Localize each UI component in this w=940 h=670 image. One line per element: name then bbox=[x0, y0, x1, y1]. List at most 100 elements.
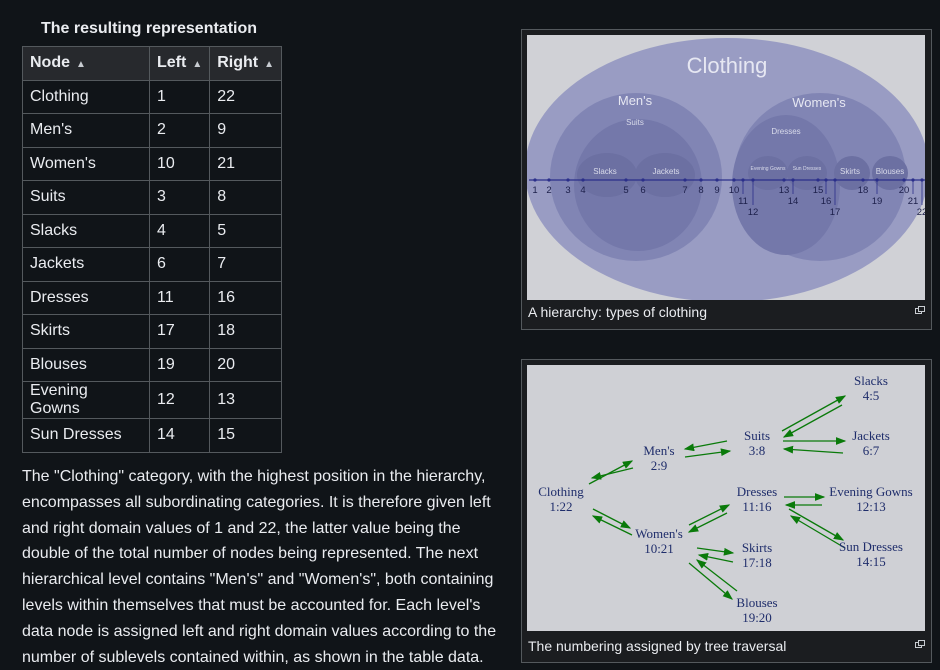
cell-node: Skirts bbox=[22, 314, 150, 349]
sort-icon[interactable]: ▲︎ bbox=[192, 59, 203, 71]
node-range-blouses: 19:20 bbox=[742, 610, 772, 625]
tick-number: 7 bbox=[682, 185, 687, 196]
cell-node: Evening Gowns bbox=[22, 381, 150, 419]
cell-node: Jackets bbox=[22, 247, 150, 282]
tick-dot bbox=[715, 178, 719, 182]
cell-left: 14 bbox=[148, 418, 211, 453]
tick-number: 8 bbox=[698, 185, 703, 196]
tick-number: 12 bbox=[748, 207, 759, 218]
node-label-mens: Men's bbox=[643, 443, 674, 458]
figure-caption: The numbering assigned by tree traversal bbox=[528, 638, 787, 654]
cell-node: Slacks bbox=[22, 213, 150, 248]
cell-left: 4 bbox=[148, 213, 211, 248]
cell-right: 5 bbox=[209, 213, 283, 248]
tick-number: 11 bbox=[738, 196, 748, 207]
table-header-row: Node▲︎ Left▲︎ Right▲︎ bbox=[22, 46, 283, 81]
node-label-jackets: Jackets bbox=[852, 428, 890, 443]
venn-label-jackets: Jackets bbox=[652, 167, 679, 176]
tick-number: 10 bbox=[729, 185, 740, 196]
node-label-evening: Evening Gowns bbox=[829, 484, 912, 499]
tick-dot bbox=[581, 178, 585, 182]
node-label-blouses: Blouses bbox=[736, 595, 777, 610]
node-label-dresses: Dresses bbox=[737, 484, 777, 499]
node-label-suits: Suits bbox=[744, 428, 770, 443]
column-header-left[interactable]: Left▲︎ bbox=[148, 46, 211, 81]
tick-number: 18 bbox=[858, 185, 869, 196]
tick-dot bbox=[547, 178, 551, 182]
tick-dot bbox=[732, 178, 736, 182]
column-header-node[interactable]: Node▲︎ bbox=[22, 46, 150, 81]
sort-icon[interactable]: ▲︎ bbox=[264, 59, 275, 71]
tick-number: 22 bbox=[917, 207, 925, 218]
cell-left: 17 bbox=[148, 314, 211, 349]
tick-dot bbox=[816, 178, 820, 182]
tick-number: 6 bbox=[640, 185, 645, 196]
tick-dot bbox=[624, 178, 628, 182]
cell-left: 11 bbox=[148, 280, 211, 315]
venn-label-evening: Evening Gowns bbox=[750, 166, 786, 172]
node-range-skirts: 17:18 bbox=[742, 555, 772, 570]
cell-right: 21 bbox=[209, 146, 283, 181]
cell-right: 7 bbox=[209, 247, 283, 282]
node-range-slacks: 4:5 bbox=[863, 388, 880, 403]
node-range-clothing: 1:22 bbox=[549, 499, 572, 514]
venn-label-suits: Suits bbox=[626, 118, 644, 127]
enlarge-icon[interactable] bbox=[915, 306, 925, 314]
tick-dot bbox=[782, 178, 786, 182]
tick-number: 3 bbox=[565, 185, 570, 196]
cell-right: 16 bbox=[209, 280, 283, 315]
node-range-sun: 14:15 bbox=[856, 554, 886, 569]
tick-dot bbox=[699, 178, 703, 182]
node-label-clothing: Clothing bbox=[538, 484, 584, 499]
venn-label-sun: Sun Dresses bbox=[793, 166, 822, 172]
tick-number: 21 bbox=[908, 196, 919, 207]
cell-right: 20 bbox=[209, 347, 283, 382]
cell-node: Women's bbox=[22, 146, 150, 181]
node-range-evening: 12:13 bbox=[856, 499, 886, 514]
tick-number: 17 bbox=[830, 207, 841, 218]
tick-dot bbox=[566, 178, 570, 182]
tick-number: 20 bbox=[899, 185, 910, 196]
cell-node: Blouses bbox=[22, 347, 150, 382]
tick-number: 15 bbox=[813, 185, 824, 196]
cell-node: Dresses bbox=[22, 280, 150, 315]
cell-right: 15 bbox=[209, 418, 283, 453]
cell-right: 18 bbox=[209, 314, 283, 349]
venn-label-mens: Men's bbox=[618, 93, 653, 108]
tick-number: 16 bbox=[821, 196, 832, 207]
column-header-right[interactable]: Right▲︎ bbox=[209, 46, 283, 81]
tick-number: 5 bbox=[623, 185, 628, 196]
description-paragraph: The "Clothing" category, with the highes… bbox=[22, 468, 497, 666]
table-caption: The resulting representation bbox=[40, 20, 258, 37]
tick-number: 2 bbox=[546, 185, 551, 196]
cell-left: 2 bbox=[148, 113, 211, 148]
tick-number: 4 bbox=[580, 185, 585, 196]
enlarge-icon[interactable] bbox=[915, 640, 925, 648]
cell-left: 1 bbox=[148, 79, 211, 114]
node-range-suits: 3:8 bbox=[749, 443, 766, 458]
node-label-sun: Sun Dresses bbox=[839, 539, 903, 554]
node-label-womens: Women's bbox=[635, 526, 683, 541]
cell-left: 10 bbox=[148, 146, 211, 181]
tick-dot bbox=[641, 178, 645, 182]
tick-number: 13 bbox=[779, 185, 790, 196]
sort-icon[interactable]: ▲︎ bbox=[76, 59, 86, 71]
tick-number: 1 bbox=[532, 185, 537, 196]
cell-node: Clothing bbox=[22, 79, 150, 114]
node-range-jackets: 6:7 bbox=[863, 443, 880, 458]
tick-number: 14 bbox=[788, 196, 799, 207]
cell-node: Suits bbox=[22, 180, 150, 215]
cell-node: Men's bbox=[22, 113, 150, 148]
